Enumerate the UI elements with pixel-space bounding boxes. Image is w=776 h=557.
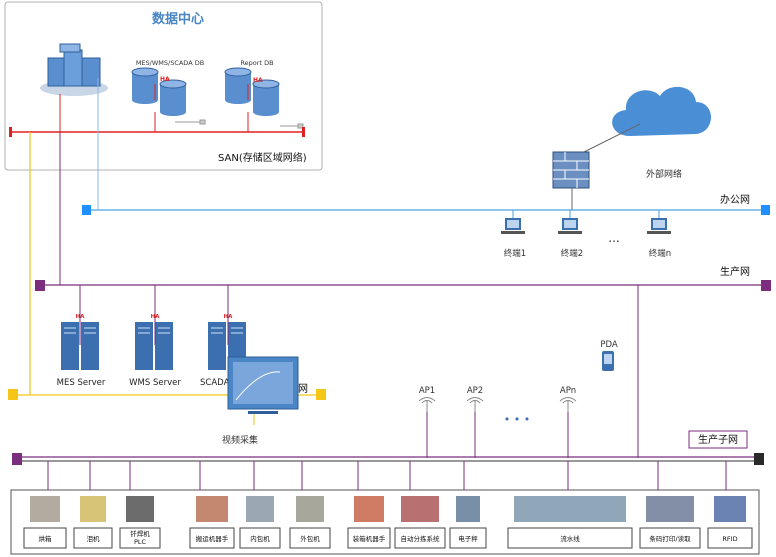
- office-network-label: 办公网: [720, 193, 750, 206]
- device-label: 搬运机器手: [196, 534, 229, 543]
- device-label: 外包机: [300, 534, 320, 543]
- device-photo-icon: [80, 496, 106, 522]
- device-label-box: [189, 527, 235, 549]
- database-cylinders-1-icon: [131, 67, 187, 116]
- device-label: 泪机: [87, 534, 101, 543]
- device-photo-icon: [714, 496, 746, 522]
- device-photo-icon: [646, 496, 694, 522]
- cloud-icon: [612, 86, 711, 136]
- access-point-1-icon: [418, 397, 436, 412]
- device-photo-icon: [401, 496, 439, 522]
- device-1: 烘箱: [23, 496, 67, 549]
- device-photo-icon: [126, 496, 154, 522]
- device-5: 内包机: [239, 496, 281, 549]
- production-subnet-label: 生产子网: [698, 433, 738, 446]
- device-label: 条码打印/读取: [649, 534, 691, 543]
- device-11: 条码打印/读取: [639, 496, 701, 549]
- wms-server-label: WMS Server: [129, 378, 181, 388]
- datacenter-title: 数据中心: [152, 11, 204, 27]
- server-cluster-icon: [40, 43, 108, 96]
- access-point-n-icon: [559, 397, 577, 412]
- device-label: 自动分拣系统: [401, 534, 441, 543]
- db1-label: MES/WMS/SCADA DB: [136, 59, 204, 67]
- device-9: 电子秤: [449, 496, 487, 549]
- ap-ellipsis: • • •: [504, 413, 530, 426]
- device-photo-icon: [514, 496, 626, 522]
- device-label-box: [347, 527, 391, 549]
- san-cable-icon: [175, 119, 304, 129]
- device-photo-icon: [246, 496, 274, 522]
- mes-server-ha: HA: [76, 314, 86, 320]
- device-label-box: [239, 527, 281, 549]
- device-label-box: [449, 527, 487, 549]
- db1-ha: HA: [160, 76, 170, 83]
- device-photo-icon: [296, 496, 324, 522]
- external-network-label: 外部网络: [646, 168, 682, 180]
- terminal-label-1: 终端1: [504, 248, 526, 259]
- device-label-box: [23, 527, 67, 549]
- production-subnet-label-box: [688, 430, 748, 449]
- ap2-label: AP2: [467, 386, 483, 396]
- mes-server-icon: [61, 322, 99, 370]
- device-label: 烘箱: [39, 534, 53, 543]
- video-monitor-icon: [227, 356, 299, 414]
- terminal-ellipsis: ...: [608, 231, 619, 245]
- terminal-n-icon: [647, 218, 671, 234]
- device-label: 装箱机器手: [353, 534, 386, 543]
- device-label: PLC: [134, 538, 147, 546]
- device-photo-icon: [30, 496, 60, 522]
- firewall-icon: [552, 151, 590, 189]
- db2-ha: HA: [253, 77, 263, 84]
- device-photo-icon: [354, 496, 384, 522]
- device-12: RFID: [707, 496, 753, 549]
- scada-server-ha: HA: [224, 314, 234, 320]
- device-label-box: [394, 527, 446, 549]
- pda-label: PDA: [600, 340, 618, 350]
- device-10: 流水线: [507, 496, 633, 549]
- access-point-2-icon: [466, 397, 484, 412]
- db2-label: Report DB: [240, 59, 273, 67]
- terminal-label-2: 终端2: [561, 248, 583, 259]
- device-label-box: [73, 527, 113, 549]
- video-capture-label: 视频采集: [222, 434, 258, 446]
- device-2: 泪机: [73, 496, 113, 549]
- device-photo-icon: [456, 496, 480, 522]
- wms-server-ha: HA: [151, 314, 161, 320]
- san-label: SAN(存储区域网络): [218, 151, 307, 164]
- mes-server-label: MES Server: [57, 378, 106, 388]
- device-label-box: [639, 527, 701, 549]
- device-6: 外包机: [289, 496, 331, 549]
- device-7: 装箱机器手: [347, 496, 391, 549]
- device-label: 电子秤: [458, 534, 478, 543]
- device-label: 钎焊机: [130, 529, 150, 538]
- device-photo-icon: [196, 496, 228, 522]
- device-label-box: [707, 527, 753, 549]
- device-8: 自动分拣系统: [394, 496, 446, 549]
- production-network-label: 生产网: [720, 265, 750, 278]
- device-label-box: [119, 527, 161, 549]
- wms-server-icon: [135, 322, 173, 370]
- terminal-label-n: 终端n: [649, 248, 671, 259]
- device-label: RFID: [722, 535, 737, 543]
- device-label-box: [507, 527, 633, 549]
- database-cylinders-2-icon: [224, 67, 280, 116]
- terminal-1-icon: [501, 218, 525, 234]
- device-label-box: [289, 527, 331, 549]
- device-label: 内包机: [250, 534, 270, 543]
- device-4: 搬运机器手: [189, 496, 235, 549]
- terminal-2-icon: [558, 218, 582, 234]
- device-label: 流水线: [560, 534, 580, 543]
- ap1-label: AP1: [419, 386, 435, 396]
- pda-icon: [602, 351, 614, 371]
- apn-label: APn: [560, 386, 576, 396]
